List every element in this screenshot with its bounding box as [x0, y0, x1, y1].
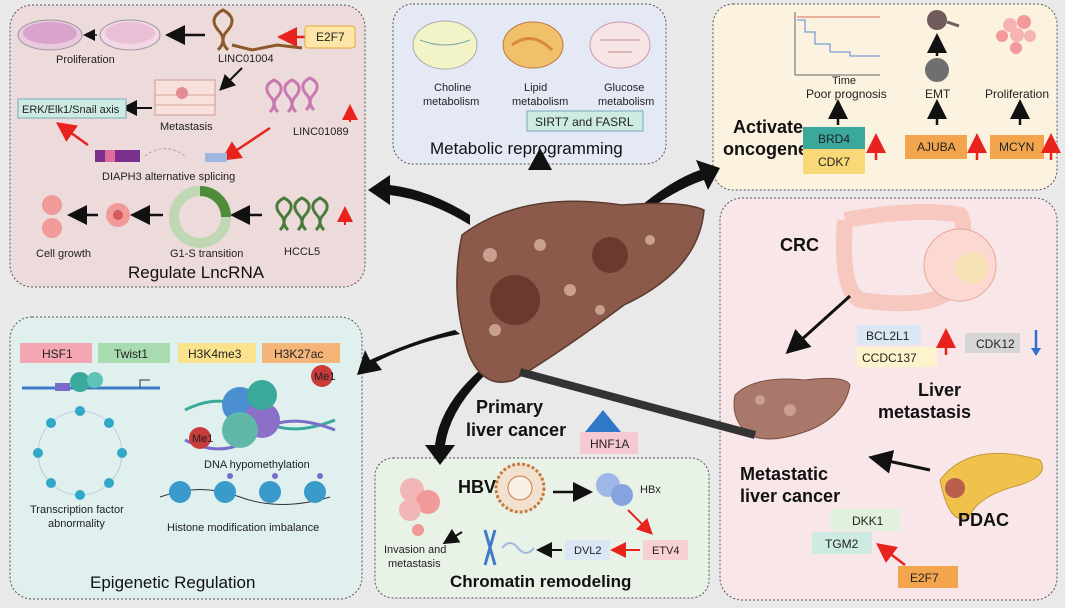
tissue-icon	[154, 79, 216, 116]
panel-title-chromatin: Chromatin remodeling	[450, 572, 631, 591]
center-title-2: liver cancer	[466, 420, 566, 440]
title-activate-1: Activate	[733, 117, 803, 137]
label-pdac: PDAC	[958, 510, 1009, 530]
box-ccdc137: CCDC137	[862, 351, 917, 365]
label-choline-2: metabolism	[423, 96, 479, 108]
label-invasion-2: metastasis	[388, 558, 441, 570]
liver-icon	[733, 377, 851, 440]
panel-activate-oncogenes: Time Poor prognosis EMT Proliferation Ac…	[712, 3, 1061, 191]
cell-icon	[42, 195, 130, 238]
panel-title-lncrna: Regulate LncRNA	[128, 263, 265, 282]
label-liver-met-1: Liver	[918, 380, 961, 400]
histone-icon	[159, 473, 331, 505]
pancreas-icon	[939, 452, 1043, 519]
box-h3k4me3: H3K4me3	[188, 347, 242, 361]
chromosome-icon	[483, 529, 535, 566]
box-e2f7-lnc: E2F7	[316, 30, 345, 44]
label-histone: Histone modification imbalance	[167, 522, 319, 534]
label-linc01004: LINC01004	[218, 53, 274, 65]
liver-icon	[456, 200, 705, 383]
label-glucose-2: metabolism	[598, 96, 654, 108]
panel-metastasis: CRC BCL2L1 CCDC137 CDK12 Liver metastasi…	[719, 197, 1058, 601]
label-invasion-1: Invasion and	[384, 544, 446, 556]
label-crc: CRC	[780, 235, 819, 255]
petri-dish-icon	[17, 19, 161, 51]
box-bcl2l1: BCL2L1	[866, 329, 910, 343]
nucleosome-icon	[184, 380, 336, 451]
transcription-factor-icon	[22, 372, 160, 392]
label-choline-1: Choline	[434, 82, 471, 94]
box-etv4: ETV4	[652, 545, 680, 557]
box-cdk12: CDK12	[976, 337, 1015, 351]
box-twist1: Twist1	[114, 347, 148, 361]
box-dvl2: DVL2	[574, 545, 602, 557]
label-linc01089: LINC01089	[293, 126, 349, 138]
box-tgm2: TGM2	[825, 537, 859, 551]
label-glucose-1: Glucose	[604, 82, 644, 94]
cell-cluster-icon	[399, 478, 440, 536]
label-metastasis-lnc: Metastasis	[160, 121, 213, 133]
label-hbx: HBx	[640, 484, 661, 496]
center-primary-liver-cancer: HNF1A Primary liver cancer	[357, 148, 757, 465]
km-xlabel: Time	[832, 75, 856, 87]
rna-hairpin-icon	[275, 196, 329, 232]
protein-icon	[596, 473, 633, 506]
label-liver-met-2: metastasis	[878, 402, 971, 422]
colon-icon	[836, 203, 997, 312]
label-diaph3: DIAPH3 alternative splicing	[102, 171, 235, 183]
label-lipid-2: metabolism	[512, 96, 568, 108]
title-activate-2: oncogenes	[723, 139, 818, 159]
label-cell-growth: Cell growth	[36, 248, 91, 260]
label-g1s: G1-S transition	[170, 248, 243, 260]
label-poor-prognosis: Poor prognosis	[806, 87, 887, 101]
panel-epigenetic-regulation: HSF1 Twist1 H3K4me3 H3K27ac Transcriptio…	[9, 316, 363, 600]
lipid-icon	[502, 21, 564, 69]
label-lipid-1: Lipid	[524, 82, 547, 94]
box-e2f7-met: E2F7	[910, 571, 939, 585]
chromatin-loop-icon	[33, 406, 127, 500]
me1-badge-right: Me1	[314, 371, 335, 383]
virus-icon	[494, 462, 546, 514]
box-h3k27ac: H3K27ac	[274, 347, 323, 361]
rna-hairpin-icon	[265, 76, 319, 114]
panel-title-epigenetic: Epigenetic Regulation	[90, 573, 255, 592]
label-metastatic-2: liver cancer	[740, 486, 840, 506]
label-proliferation-onc: Proliferation	[985, 87, 1049, 101]
label-proliferation-lnc: Proliferation	[56, 54, 115, 66]
survival-curve-icon: Time	[794, 12, 880, 87]
panel-metabolic-reprogramming: Choline metabolism Lipid metabolism Gluc…	[392, 3, 667, 165]
box-erk-axis: ERK/Elk1/Snail axis	[22, 104, 120, 116]
cell-icon	[412, 20, 478, 70]
label-tf-2: abnormality	[48, 518, 105, 530]
label-emt: EMT	[925, 87, 951, 101]
panel-regulate-lncrna: Proliferation LINC01004 E2F7 Metastasis …	[9, 4, 366, 288]
emt-cell-icon	[925, 10, 960, 82]
box-brd4: BRD4	[818, 132, 850, 146]
glucose-icon	[589, 21, 651, 69]
me1-badge-left: Me1	[192, 433, 213, 445]
label-tf-1: Transcription factor	[30, 504, 124, 516]
box-ajuba: AJUBA	[917, 140, 956, 154]
box-dkk1: DKK1	[852, 514, 884, 528]
panel-chromatin-remodeling: HBV HBx ETV4 DVL2 Invasion and metastasi…	[374, 457, 710, 599]
box-hsf1: HSF1	[42, 347, 73, 361]
splicing-icon	[95, 148, 227, 162]
box-sirt7: SIRT7 and FASRL	[535, 115, 634, 129]
cell-cluster-icon	[996, 15, 1036, 54]
label-dna-hypo: DNA hypomethylation	[204, 459, 310, 471]
panel-title-metabolic: Metabolic reprogramming	[430, 139, 623, 158]
box-mcyn: MCYN	[999, 140, 1034, 154]
label-hccl5: HCCL5	[284, 246, 320, 258]
center-title-1: Primary	[476, 397, 543, 417]
box-hnf1a: HNF1A	[590, 437, 629, 451]
label-hbv: HBV	[458, 477, 496, 497]
cell-cycle-icon	[169, 186, 231, 248]
box-cdk7: CDK7	[818, 155, 850, 169]
label-metastatic-1: Metastatic	[740, 464, 828, 484]
